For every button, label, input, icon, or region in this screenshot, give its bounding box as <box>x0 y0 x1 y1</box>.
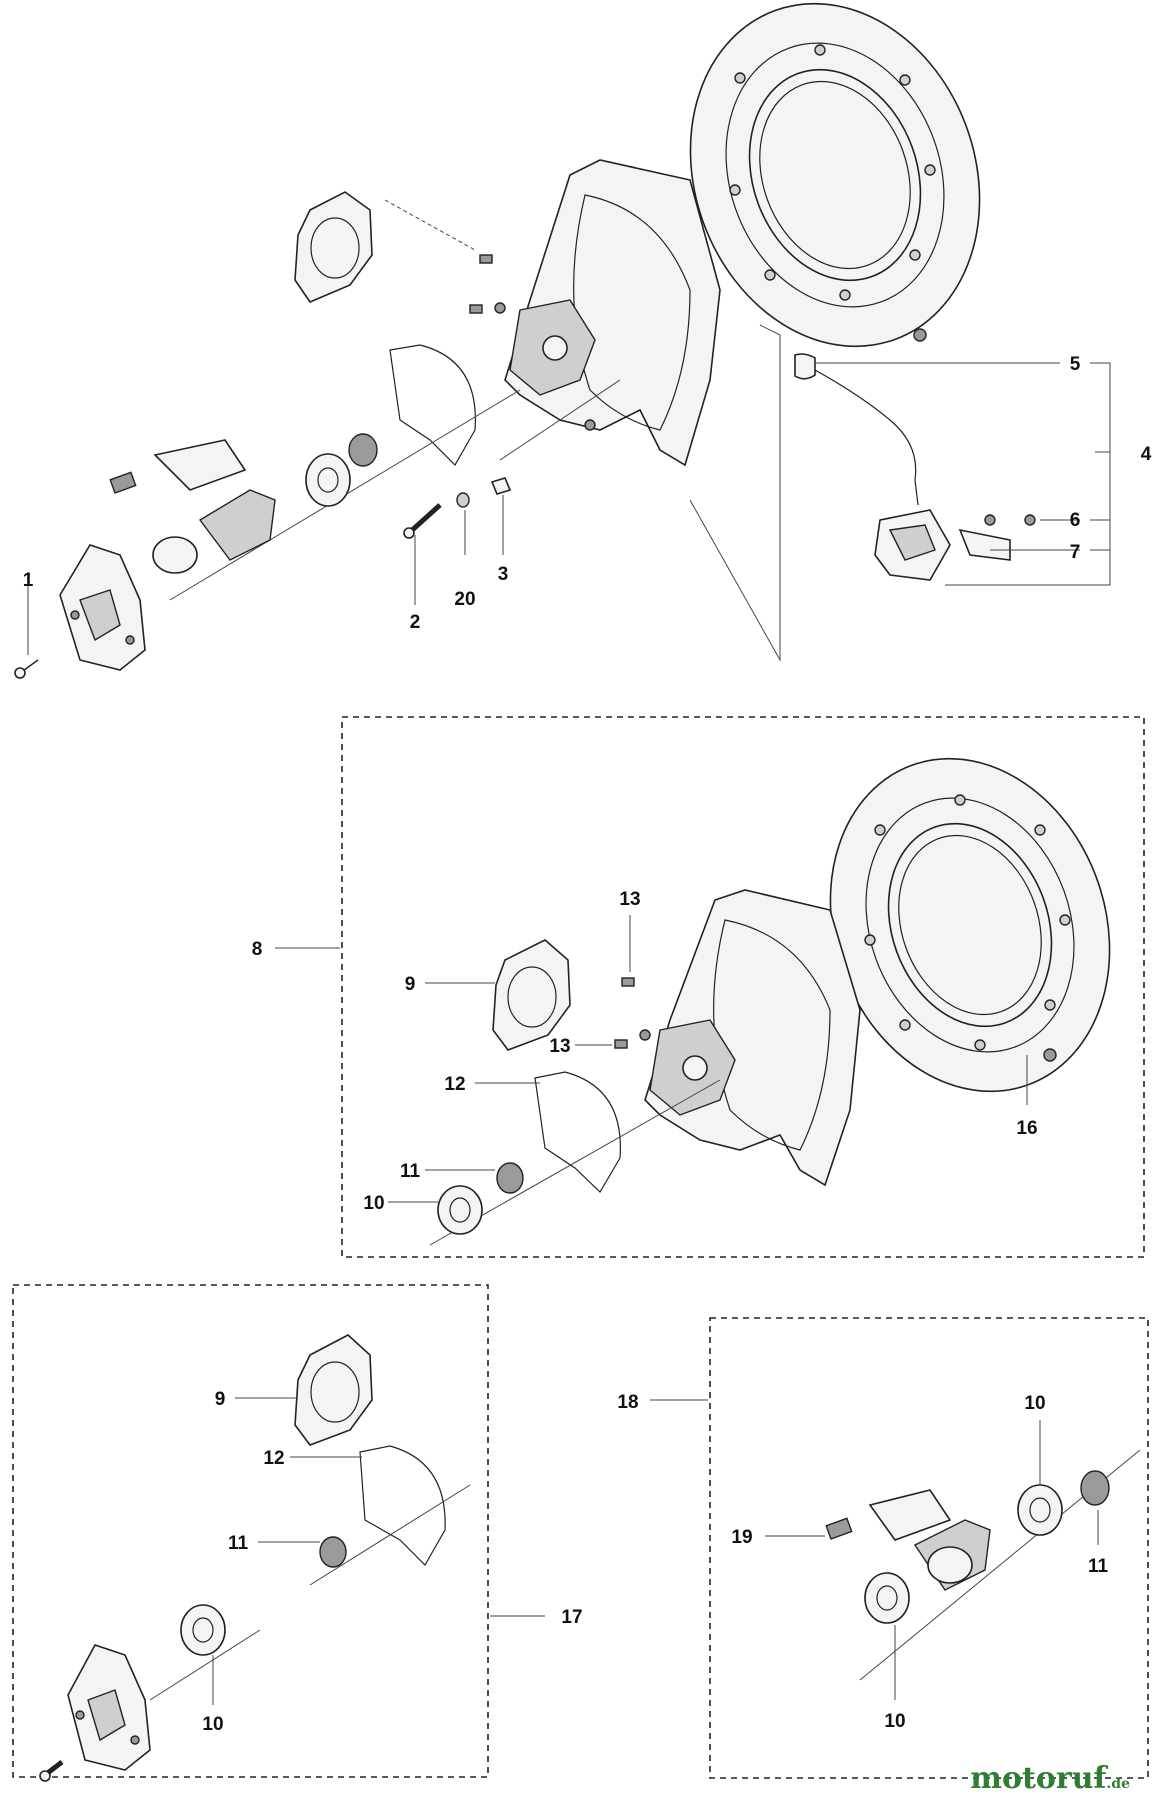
leader-shaft-top <box>499 379 621 461</box>
label-3: 3 <box>498 564 509 585</box>
leader-coil-frame <box>689 324 781 662</box>
label-6: 6 <box>1070 510 1081 531</box>
shroud-disc-mid <box>829 757 1111 1093</box>
pin-mid-a <box>621 977 635 987</box>
label-b12: 12 <box>263 1448 284 1469</box>
bolt-2 <box>403 503 442 539</box>
bearing-10-crank-b <box>864 1572 910 1624</box>
shroud-disc-top <box>689 2 981 348</box>
gasket-seal-mid <box>534 1071 621 1193</box>
group-box-8 <box>341 716 1145 1258</box>
screw-1 <box>14 659 39 679</box>
leader-group-4 <box>945 362 1111 586</box>
label-8: 8 <box>252 939 263 960</box>
label-c19: 19 <box>731 1527 752 1548</box>
watermark-brand: motoruf <box>970 1761 1108 1796</box>
gasket-top <box>294 191 373 303</box>
pin-top-b <box>469 304 483 314</box>
label-4: 4 <box>1141 444 1152 465</box>
label-13b: 13 <box>549 1036 570 1057</box>
gasket-mid <box>492 939 571 1051</box>
pin-top-a <box>479 254 493 264</box>
ignition-coil <box>794 353 1036 581</box>
label-c11: 11 <box>1088 1556 1109 1577</box>
label-7: 7 <box>1070 542 1081 563</box>
bearing-10-mid <box>437 1185 483 1235</box>
gasket-seal-top <box>389 344 476 466</box>
label-13a: 13 <box>619 889 640 910</box>
label-9: 9 <box>405 974 416 995</box>
gasket-seal-bottom <box>359 1445 446 1566</box>
screw-bottom <box>39 1760 64 1782</box>
crankshaft-top <box>109 389 521 601</box>
washer-20 <box>456 492 470 508</box>
group-box-17 <box>12 1284 489 1778</box>
key-3 <box>490 477 512 495</box>
label-b11: 11 <box>228 1533 249 1554</box>
group-box-18 <box>709 1317 1149 1779</box>
crankcase-cover-top <box>59 544 146 671</box>
label-11: 11 <box>400 1161 421 1182</box>
label-c10b: 10 <box>884 1711 905 1732</box>
label-b9: 9 <box>215 1389 226 1410</box>
label-2: 2 <box>410 612 421 633</box>
bearing-10-crank-a <box>1017 1484 1063 1536</box>
label-16: 16 <box>1016 1118 1037 1139</box>
label-1: 1 <box>23 570 34 591</box>
label-b10: 10 <box>202 1714 223 1735</box>
label-c18: 18 <box>617 1392 638 1413</box>
label-20: 20 <box>454 589 475 610</box>
label-10: 10 <box>363 1193 384 1214</box>
crankcase-half-top <box>494 159 721 467</box>
pin-mid-b <box>614 1039 628 1049</box>
crankcase-half-mid <box>639 889 861 1187</box>
seal-11-bottom <box>319 1536 347 1568</box>
label-5: 5 <box>1070 354 1081 375</box>
leader-gasket-top <box>384 199 476 251</box>
crankshaft-bottom <box>825 1489 991 1591</box>
label-12: 12 <box>444 1074 465 1095</box>
label-b17: 17 <box>561 1607 582 1628</box>
seal-11-crank <box>1080 1470 1110 1506</box>
label-c10a: 10 <box>1024 1393 1045 1414</box>
bearing-10-bottom <box>180 1604 226 1656</box>
crankcase-cover-bottom <box>67 1644 151 1771</box>
seal-11-mid <box>496 1162 524 1194</box>
watermark: motoruf.de <box>970 1761 1130 1796</box>
gasket-bottom <box>294 1334 373 1446</box>
watermark-suffix: .de <box>1106 1776 1130 1792</box>
shaft-line-bottom <box>309 1484 471 1586</box>
